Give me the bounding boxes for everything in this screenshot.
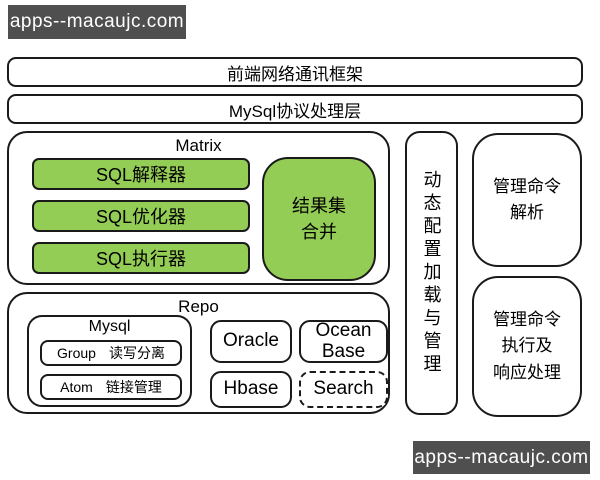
watermark-bottom: apps--macaujc.com — [413, 441, 590, 474]
mysql-box: Mysql Group 读写分离 Atom 链接管理 — [27, 315, 192, 407]
dynamic-config-box: 动态配置加载与管理 — [405, 131, 458, 415]
group-module-row: Group 读写分离 — [40, 340, 182, 366]
watermark-top: apps--macaujc.com — [8, 5, 186, 39]
sql-optimizer-box: SQL优化器 — [32, 200, 250, 232]
admin-command-execute-box: 管理命令 执行及 响应处理 — [472, 276, 582, 417]
layer-mysql-protocol-bar: MySql协议处理层 — [7, 94, 583, 124]
sql-executor-box: SQL执行器 — [32, 242, 250, 274]
atom-module-row: Atom 链接管理 — [40, 374, 182, 400]
result-merge-box: 结果集 合并 — [262, 157, 376, 281]
oceanbase-store-box: Ocean Base — [299, 320, 388, 363]
layer-frontend-network-bar: 前端网络通讯框架 — [7, 57, 583, 87]
dynamic-config-label: 动态配置加载与管理 — [421, 169, 442, 377]
search-store-box: Search — [299, 371, 388, 408]
sql-parser-box: SQL解释器 — [32, 158, 250, 190]
oracle-store-box: Oracle — [210, 320, 292, 363]
atom-module-name: Atom — [60, 379, 93, 395]
mysql-title: Mysql — [88, 318, 131, 335]
matrix-box: Matrix SQL解释器 SQL优化器 SQL执行器 结果集 合并 — [7, 131, 390, 285]
group-module-name: Group — [57, 345, 96, 361]
matrix-title: Matrix — [175, 136, 222, 155]
admin-command-parse-box: 管理命令 解析 — [472, 133, 582, 267]
group-module-desc: 读写分离 — [108, 345, 165, 361]
repo-title: Repo — [178, 297, 219, 316]
hbase-store-box: Hbase — [210, 371, 292, 408]
atom-module-desc: 链接管理 — [105, 379, 162, 395]
repo-box: Repo Mysql Group 读写分离 Atom 链接管理 Oracle O… — [7, 292, 390, 414]
